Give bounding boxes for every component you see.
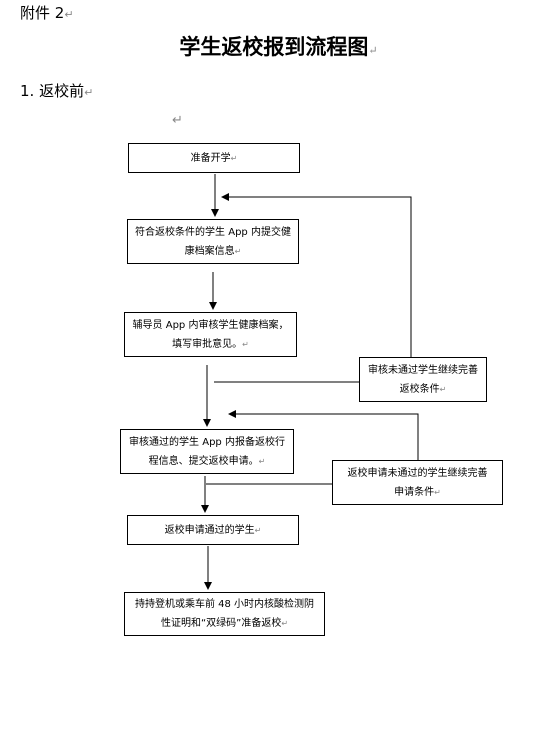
page-title: 学生返校报到流程图↵: [179, 34, 378, 59]
arrow-reject1-feedback: [221, 193, 412, 357]
flow-step-report-itinerary: 审核通过的学生 App 内报备返校行程信息、提交返校申请。↵: [120, 429, 294, 474]
flow-step-submit-health-record: 符合返校条件的学生 App 内提交健康档案信息↵: [127, 219, 299, 264]
flow-step-prepare-school: 准备开学↵: [128, 143, 300, 173]
flow-step-counselor-review: 辅导员 App 内审核学生健康档案，填写审批意见。↵: [124, 312, 297, 357]
arrow-reject2-feedback: [228, 410, 419, 460]
empty-paragraph-mark: ↵: [172, 113, 183, 128]
flow-reject-application-failed: 返校申请未通过的学生继续完善申请条件↵: [332, 460, 503, 505]
flow-step-application-approved: 返校申请通过的学生↵: [127, 515, 299, 545]
section-heading: 1. 返校前↵: [20, 82, 94, 100]
flow-reject-review-failed: 审核未通过学生继续完善返校条件↵: [359, 357, 487, 402]
attachment-label: 附件 2↵: [20, 4, 74, 22]
flow-step-ready-to-return: 持持登机或乘车前 48 小时内核酸检测阴性证明和“双绿码”准备返校↵: [124, 592, 325, 636]
